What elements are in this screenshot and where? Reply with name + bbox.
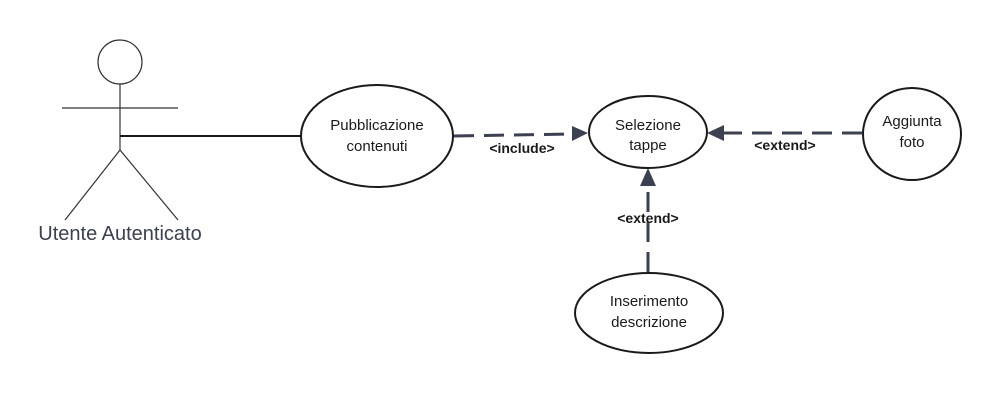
use-case-aggiunta-line1: Aggiunta — [882, 113, 942, 130]
use-case-pubblicazione-line2: contenuti — [347, 138, 408, 155]
use-case-inserimento-line1: Inserimento — [610, 293, 688, 310]
extend-foto-arrowhead — [707, 125, 724, 141]
use-case-selezione-line2: tappe — [629, 137, 667, 154]
actor-figure — [62, 39, 179, 221]
use-case-selezione[interactable]: Selezione tappe — [588, 95, 708, 169]
use-case-pubblicazione-shape — [300, 84, 454, 188]
actor-head — [97, 39, 143, 85]
use-case-inserimento-shape — [574, 272, 724, 354]
extend-descr-arrowhead — [640, 168, 656, 186]
use-case-pubblicazione-line1: Pubblicazione — [330, 117, 423, 134]
use-case-aggiunta-line2: foto — [899, 134, 924, 151]
include-label: <include> — [489, 140, 554, 156]
use-case-inserimento-line2: descrizione — [611, 314, 687, 331]
actor-label: Utente Autenticato — [38, 223, 201, 245]
actor-left-leg — [64, 149, 121, 221]
use-case-aggiunta[interactable]: Aggiunta foto — [862, 87, 962, 181]
use-case-selezione-line1: Selezione — [615, 117, 681, 134]
use-case-inserimento[interactable]: Inserimento descrizione — [574, 272, 724, 354]
use-case-pubblicazione[interactable]: Pubblicazione contenuti — [300, 84, 454, 188]
extend-descr-label: <extend> — [617, 210, 678, 226]
extend-foto-label: <extend> — [754, 137, 815, 153]
use-case-aggiunta-shape — [862, 87, 962, 181]
actor-right-leg — [119, 149, 179, 221]
use-case-selezione-shape — [588, 95, 708, 169]
include-line — [453, 132, 573, 138]
include-arrowhead — [572, 126, 588, 141]
